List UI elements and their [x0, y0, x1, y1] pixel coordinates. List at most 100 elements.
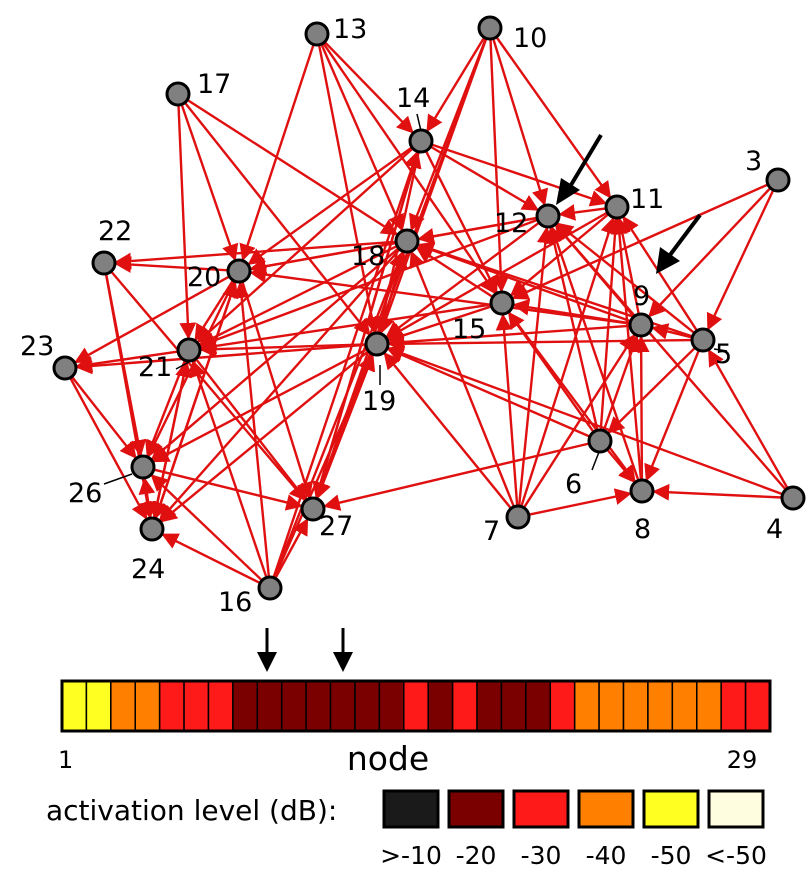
node-3[interactable] — [765, 167, 791, 193]
node-label-6: 6 — [565, 469, 582, 500]
node-label-7: 7 — [483, 516, 500, 547]
node-13[interactable] — [304, 21, 330, 47]
node-12[interactable] — [535, 203, 561, 229]
node-24[interactable] — [139, 516, 165, 542]
legend-swatch-2 — [512, 789, 570, 829]
edge-14-to-21 — [196, 147, 414, 344]
node-9[interactable] — [628, 312, 654, 338]
edge-13-to-18 — [320, 43, 404, 232]
node-22[interactable] — [91, 250, 117, 276]
edge-7-to-9 — [522, 333, 636, 509]
colorbar-cell-node-17 — [451, 680, 478, 732]
edge-5-to-8 — [644, 349, 701, 482]
edge-6-to-27 — [323, 442, 590, 511]
edge-7-to-15 — [495, 313, 519, 507]
colorbar-cell-node-2 — [85, 680, 112, 732]
edge-17-to-19 — [183, 101, 371, 336]
edge-4-to-19 — [386, 345, 784, 496]
edge-18-to-26 — [150, 247, 400, 461]
edge-16-to-26 — [150, 474, 263, 582]
edge-6-to-12 — [545, 226, 599, 431]
node-label-5: 5 — [715, 339, 732, 370]
legend-swatch-3 — [577, 789, 635, 829]
colorbar-cell-node-27 — [696, 680, 722, 732]
node-19[interactable] — [364, 331, 390, 357]
colorbar-cell-node-8 — [232, 680, 259, 732]
edge-27-to-14 — [314, 150, 422, 499]
colorbar-start-label: 1 — [58, 746, 73, 774]
node-label-26: 26 — [68, 478, 102, 509]
edge-3-to-5 — [706, 189, 775, 331]
edge-7-to-12 — [517, 226, 554, 507]
edge-6-to-15 — [507, 311, 595, 433]
node-10[interactable] — [477, 15, 503, 41]
colorbar-cell-node-25 — [647, 680, 674, 732]
node-label-17: 17 — [197, 69, 231, 100]
legend-items: >-10-20-30-40-50<-50 — [380, 789, 767, 870]
edge-5-to-11 — [622, 215, 699, 332]
node-23[interactable] — [52, 355, 78, 381]
edge-19-to-21 — [199, 340, 367, 358]
node-27[interactable] — [300, 496, 326, 522]
node-label-23: 23 — [20, 331, 54, 362]
node-18[interactable] — [394, 228, 420, 254]
colorbar-cell-node-24 — [622, 680, 649, 732]
node-15[interactable] — [489, 290, 515, 316]
node-26[interactable] — [130, 454, 156, 480]
node-label-13: 13 — [333, 14, 367, 45]
edge-6-to-19 — [386, 347, 591, 438]
colorbar-end-label: 29 — [727, 746, 758, 774]
node-label-11: 11 — [630, 184, 664, 215]
node-label-21: 21 — [138, 352, 172, 383]
colorbar-cell-node-1 — [61, 680, 88, 732]
node-11[interactable] — [604, 194, 630, 220]
colorbar-cell-node-16 — [427, 680, 454, 732]
node-16[interactable] — [257, 575, 283, 601]
node-20[interactable] — [226, 258, 252, 284]
legend-swatch-1 — [447, 789, 505, 829]
edge-layer — [69, 36, 789, 585]
colorbar-cell-node-28 — [720, 680, 747, 732]
pointer-arrow-head-9 — [656, 247, 680, 274]
edge-16-to-19 — [273, 353, 374, 579]
edge-12-to-19 — [385, 221, 540, 338]
edge-4-to-12 — [554, 223, 787, 491]
edge-13-to-20 — [239, 44, 315, 262]
edge-16-to-20 — [233, 281, 271, 578]
edge-18-to-20 — [249, 241, 397, 275]
node-21[interactable] — [176, 337, 202, 363]
colorbar-cell-node-11 — [305, 680, 332, 732]
edge-22-to-27 — [110, 270, 307, 502]
node-17[interactable] — [165, 81, 191, 107]
edge-10-to-15 — [489, 38, 510, 293]
node-5[interactable] — [690, 327, 716, 353]
colorbar-cell-node-13 — [354, 680, 381, 732]
colorbar-frame — [60, 679, 772, 733]
edge-9-to-19 — [387, 324, 631, 351]
edge-23-to-26 — [70, 375, 137, 459]
node-7[interactable] — [505, 504, 531, 530]
edge-14-to-15 — [424, 150, 498, 294]
pointer-arrow-node-9 — [668, 213, 702, 257]
node-4[interactable] — [780, 485, 806, 511]
edge-21-to-27 — [194, 357, 307, 501]
colorbar-cell-node-15 — [403, 680, 429, 732]
node-14[interactable] — [408, 128, 434, 154]
edge-3-to-9 — [648, 187, 772, 318]
legend-swatch-0 — [382, 789, 440, 829]
edge-18-to-22 — [114, 240, 397, 270]
edge-23-to-24 — [69, 377, 148, 520]
colorbar-cell-node-7 — [207, 680, 234, 732]
pointer-arrow-head-12 — [556, 178, 580, 205]
colorbar-cell-node-29 — [744, 680, 771, 732]
edge-6-to-8 — [606, 448, 636, 484]
node-8[interactable] — [629, 478, 655, 504]
legend-label-3: -40 — [586, 841, 627, 870]
edge-15-to-21 — [199, 303, 492, 355]
edge-4-to-8 — [652, 483, 783, 501]
colorbar-cell-node-21 — [549, 680, 576, 732]
node-6[interactable] — [587, 428, 613, 454]
edge-5-to-12 — [556, 222, 696, 335]
legend-label-4: -50 — [651, 841, 692, 870]
